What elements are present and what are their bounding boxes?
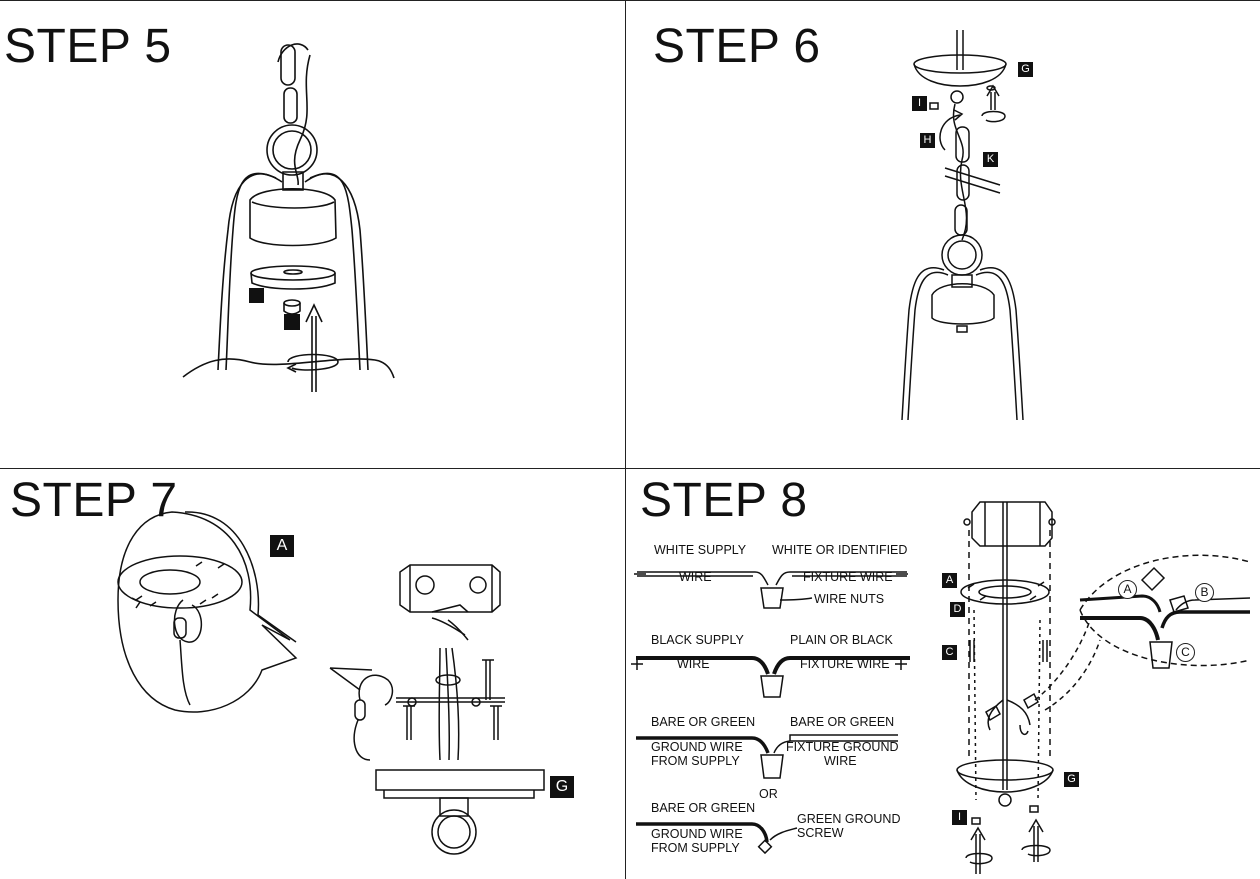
step-7-tag-g: G [550, 776, 574, 798]
label-bare-green-1: BARE OR GREEN [651, 715, 756, 729]
callout-a: A [1118, 580, 1137, 599]
label-ground-wire-2: GROUND WIRE [651, 827, 743, 841]
label-or: OR [759, 787, 778, 801]
step-6-tag-h: H [920, 133, 935, 148]
label-bare-green-3: BARE OR GREEN [651, 801, 756, 815]
vertical-divider [625, 0, 626, 879]
callout-c: C [1176, 643, 1195, 662]
step-8-tag-g: G [1064, 772, 1079, 787]
callout-b: B [1195, 583, 1214, 602]
step-7-tag-a: A [270, 535, 294, 557]
step-6-tag-k: K [983, 152, 998, 167]
step-6-title: STEP 6 [653, 20, 821, 73]
horizontal-divider [0, 468, 1260, 469]
label-from-supply-1: FROM SUPPLY [651, 754, 740, 768]
step-8-tag-c: C [942, 645, 957, 660]
label-screw: SCREW [797, 826, 844, 840]
step-8-tag-d: D [950, 602, 965, 617]
label-from-supply-2: FROM SUPPLY [651, 841, 740, 855]
label-fixture-ground: FIXTURE GROUND [786, 740, 899, 754]
label-black-fixture-wire: FIXTURE WIRE [800, 657, 890, 671]
label-black-supply: BLACK SUPPLY [651, 633, 744, 647]
step-7-title: STEP 7 [10, 474, 178, 527]
step-8-title: STEP 8 [640, 474, 808, 527]
top-border [0, 0, 1260, 1]
step-8-tag-i: I [952, 810, 967, 825]
label-plain-black: PLAIN OR BLACK [790, 633, 893, 647]
step-6-tag-i: I [912, 96, 927, 111]
step-8-tag-a: A [942, 573, 957, 588]
label-white-supply: WHITE SUPPLY [654, 543, 747, 557]
label-white-identified: WHITE OR IDENTIFIED [772, 543, 908, 557]
label-wire-nuts: WIRE NUTS [814, 592, 885, 606]
label-bare-green-2: BARE OR GREEN [790, 715, 895, 729]
step-5-title: STEP 5 [4, 20, 172, 73]
step-6-tag-g: G [1018, 62, 1033, 77]
label-white-fixture-wire: FIXTURE WIRE [803, 570, 893, 584]
label-black-wire: WIRE [677, 657, 710, 671]
label-ground-wire-1: GROUND WIRE [651, 740, 743, 754]
label-green-ground: GREEN GROUND [797, 812, 901, 826]
label-fixture-ground-wire: WIRE [824, 754, 857, 768]
label-white-wire: WIRE [679, 570, 712, 584]
